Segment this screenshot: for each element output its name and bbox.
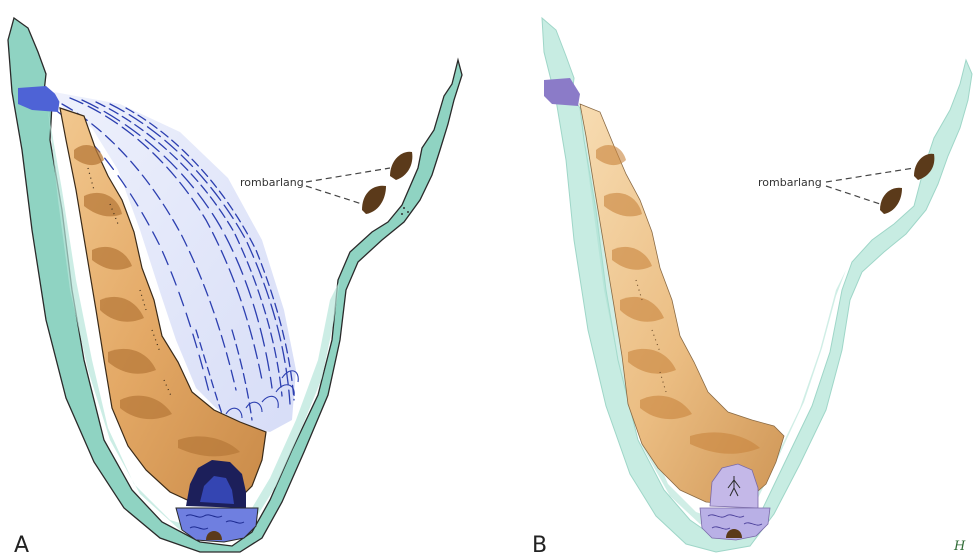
callout-label-b: rombarlang [758, 176, 822, 189]
artist-initials: H [953, 539, 966, 554]
callout-leader-a2 [306, 186, 362, 204]
rombarlang-niche-a2 [362, 186, 386, 214]
panel-b: rombarlang B [532, 18, 972, 555]
callout-leader-b2 [826, 186, 880, 204]
rombarlang-niche-a1 [390, 152, 412, 180]
panel-a: rombarlang A [8, 18, 462, 555]
panel-letter-a: A [14, 533, 29, 555]
callout-label-a: rombarlang [240, 176, 304, 189]
panel-letter-b: B [532, 533, 547, 555]
rombarlang-niche-b2 [880, 188, 902, 214]
water-inflow-b [544, 78, 580, 106]
callout-leader-b1 [826, 168, 914, 182]
callout-leader-a1 [306, 168, 390, 182]
